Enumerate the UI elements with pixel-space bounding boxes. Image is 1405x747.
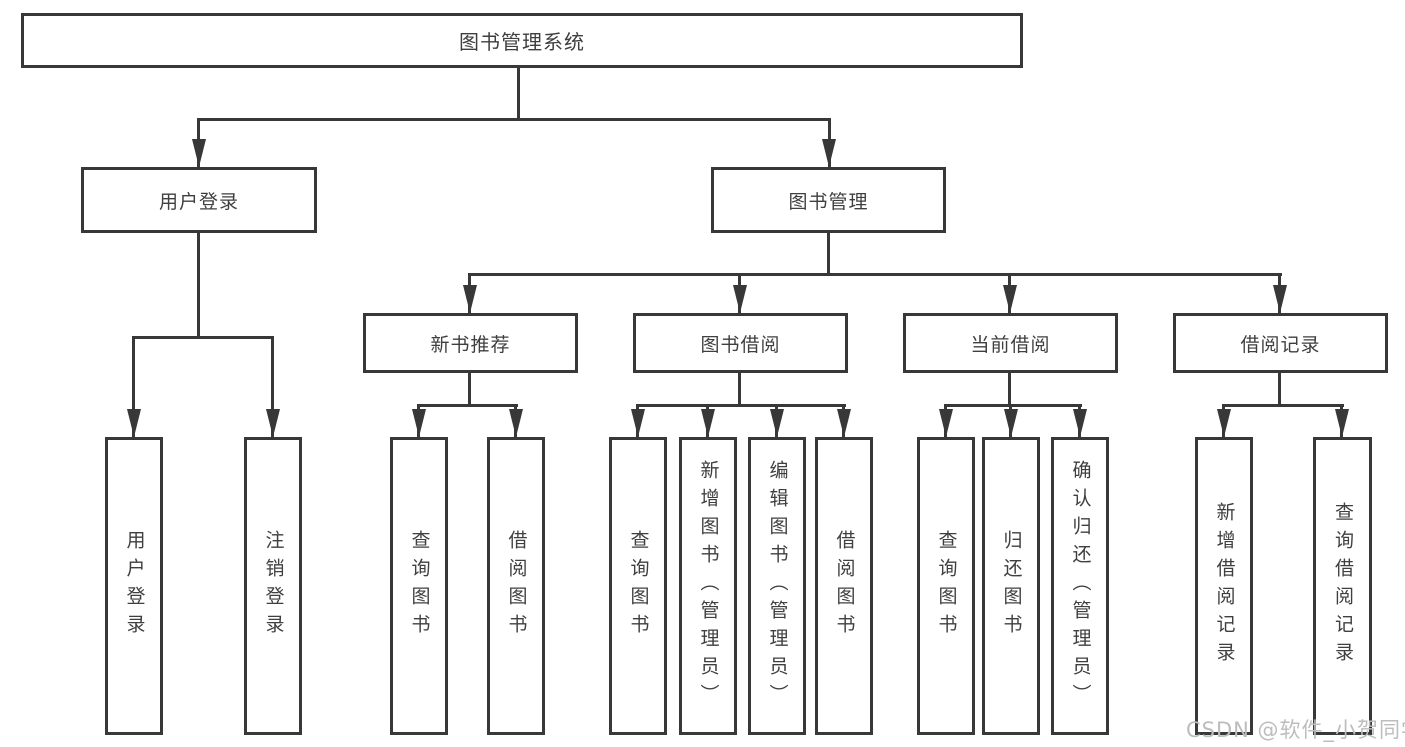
node-user-login: 用户登录 [81,167,317,233]
leaf-query-books-borrow: 查询图书 [609,437,667,735]
arrow-down-icon [939,409,953,437]
connector-group-stem [1278,373,1281,406]
leaf-add-books-admin: 新增图书（管理员） [679,437,737,735]
arrow-down-icon [770,409,784,437]
connector-mgmt-stem [827,233,830,276]
node-new-book-recommend: 新书推荐 [363,313,578,373]
arrow-down-icon [837,409,851,437]
arrow-down-icon [1073,409,1087,437]
connector-group-split [944,404,1082,407]
connector-root-stem [517,68,520,121]
node-book-borrow: 图书借阅 [633,313,848,373]
node-borrow-records: 借阅记录 [1173,313,1388,373]
connector-group-split [1222,404,1344,407]
arrow-down-icon [1003,285,1017,313]
connector-login-split [132,336,274,339]
arrow-down-icon [412,409,426,437]
connector-mgmt-split [468,273,1282,276]
node-library-management-system: 图书管理系统 [21,13,1023,68]
arrow-down-icon [463,285,477,313]
connector-to-leaf [132,336,135,437]
arrow-down-icon [192,139,206,167]
arrow-down-icon [822,139,836,167]
connector-root-split [197,118,831,121]
connector-group-split [636,404,846,407]
arrow-down-icon [631,409,645,437]
leaf-query-books-current: 查询图书 [917,437,975,735]
leaf-borrow-books-recommend: 借阅图书 [487,437,545,735]
arrow-down-icon [701,409,715,437]
leaf-user-login: 用户登录 [105,437,163,735]
leaf-borrow-books: 借阅图书 [815,437,873,735]
connector-to-leaf [271,336,274,437]
connector-group-stem [468,373,471,406]
arrow-down-icon [1273,285,1287,313]
leaf-logout: 注销登录 [244,437,302,735]
arrow-down-icon [266,409,280,437]
node-current-borrow: 当前借阅 [903,313,1118,373]
arrow-down-icon [733,285,747,313]
arrow-down-icon [1335,409,1349,437]
node-book-management: 图书管理 [711,167,946,233]
leaf-confirm-return-admin: 确认归还（管理员） [1051,437,1109,735]
leaf-query-books-recommend: 查询图书 [390,437,448,735]
connector-login-stem [197,233,200,338]
arrow-down-icon [127,409,141,437]
arrow-down-icon [1217,409,1231,437]
arrow-down-icon [1004,409,1018,437]
connector-group-stem [1008,373,1011,406]
arrow-down-icon [509,409,523,437]
watermark: CSDN @软件_小贺同学 [1186,718,1405,742]
leaf-return-books: 归还图书 [982,437,1040,735]
leaf-add-borrow-record: 新增借阅记录 [1195,437,1253,735]
connector-group-split [417,404,518,407]
connector-group-stem [738,373,741,406]
leaf-edit-books-admin: 编辑图书（管理员） [748,437,806,735]
leaf-query-borrow-record: 查询借阅记录 [1313,437,1372,735]
